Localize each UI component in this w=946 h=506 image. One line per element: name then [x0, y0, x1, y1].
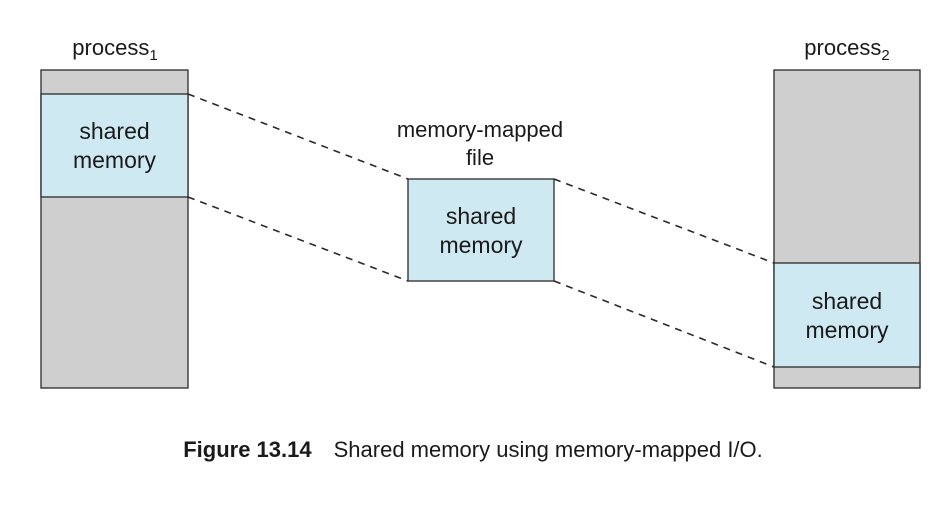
- process1-shared-text: shared memory: [41, 94, 188, 197]
- figure-number: Figure 13.14: [183, 437, 312, 462]
- shared-text-line1: shared: [445, 203, 517, 229]
- file-shared-text: shared memory: [408, 179, 554, 281]
- file-label: memory-mapped file: [360, 116, 600, 172]
- caption-text: Shared memory using memory-mapped I/O.: [333, 437, 763, 462]
- process2-label: process2: [752, 34, 942, 64]
- process2-shared-region: [773, 262, 921, 368]
- shared-text-line2: memory: [439, 232, 523, 258]
- shared-text-line1: shared: [811, 288, 883, 314]
- mapping-line-p1-top: [187, 93, 409, 180]
- process2-shared-text: shared memory: [774, 263, 920, 367]
- shared-text-line2: memory: [72, 147, 157, 173]
- file-label-line1: memory-mapped: [396, 117, 564, 142]
- figure-caption: Figure 13.14 Shared memory using memory-m…: [0, 436, 946, 464]
- file-shared-box: [407, 178, 555, 282]
- process1-subscript: 1: [149, 47, 158, 64]
- mapping-line-p1-bottom: [187, 196, 409, 282]
- process1-shared-region: [40, 93, 189, 198]
- process1-label: process1: [20, 34, 210, 64]
- mapping-line-p2-top: [553, 178, 775, 264]
- shared-text-line1: shared: [79, 118, 150, 144]
- mapping-line-p2-bottom: [553, 280, 775, 368]
- process2-subscript: 2: [881, 47, 890, 64]
- process1-name: process: [72, 35, 150, 60]
- shared-text-line2: memory: [805, 317, 889, 343]
- file-label-line2: file: [465, 145, 495, 170]
- process2-name: process: [804, 35, 882, 60]
